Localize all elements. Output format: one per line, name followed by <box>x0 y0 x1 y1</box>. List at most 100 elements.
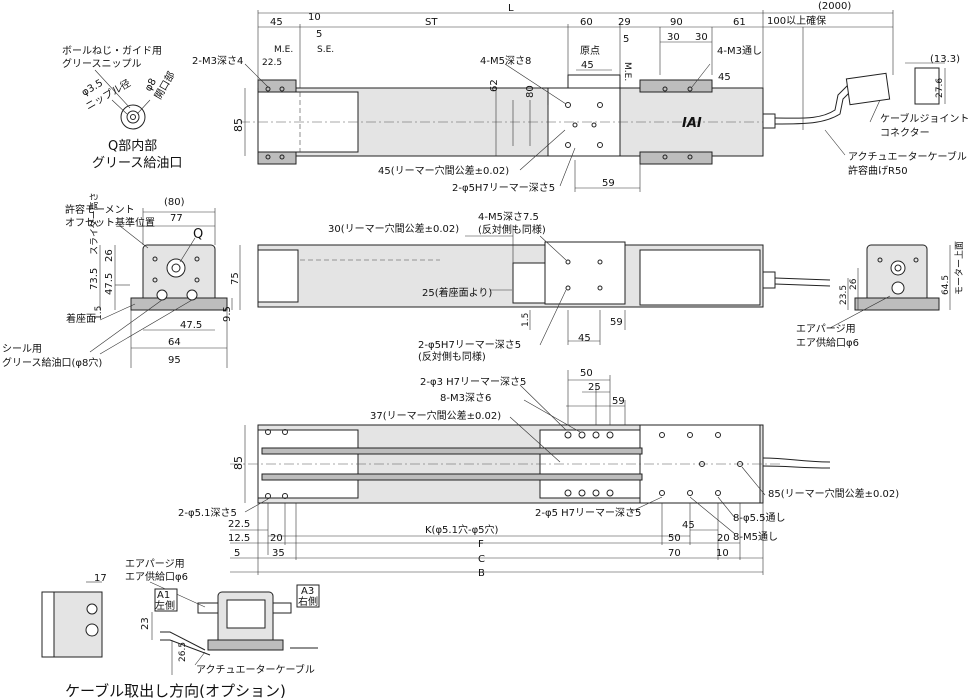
dim-45c: 45 <box>718 72 731 83</box>
dim-st: ST <box>425 17 438 28</box>
label-me2: M.E. <box>622 62 632 81</box>
dim-30a: 30 <box>667 32 680 43</box>
note-reamer45: 45(リーマー穴間公差±0.02) <box>378 164 509 177</box>
bv-d70: 70 <box>668 548 681 559</box>
iai-logo: IAI <box>682 116 702 131</box>
bv-m3-6: 8-M3深さ6 <box>440 392 491 404</box>
dim-80: 80 <box>525 85 536 98</box>
bv-d50b: 50 <box>668 533 681 544</box>
side-view: 30(リーマー穴間公差±0.02) 4-M5深さ7.5 (反対側も同様) 25(… <box>257 211 831 363</box>
label-origin: 原点 <box>580 45 600 57</box>
co-air1: エアパージ用 <box>125 558 185 570</box>
mid-phi5h7: 2-φ5H7リーマー深さ5 <box>418 339 521 351</box>
re-d64-5: 64.5 <box>941 275 951 295</box>
note-m3-depth: 2-M3深さ4 <box>192 55 243 67</box>
q-line1: ボールねじ・ガイド用 <box>62 45 162 57</box>
bv-d20b: 20 <box>717 533 730 544</box>
bv-d12-5: 12.5 <box>228 533 250 544</box>
dim-95: 95 <box>168 355 181 366</box>
slider-tab <box>567 74 621 89</box>
re-air2: エア供給口φ6 <box>796 336 859 349</box>
mid-opp2: (反対側も同様) <box>418 350 486 363</box>
dim-2000: (2000) <box>818 1 851 12</box>
moment-1: 許容モーメント <box>65 203 135 216</box>
co-d17: 17 <box>94 573 107 584</box>
dim-47-5: 47.5 <box>104 273 115 295</box>
co-a3: A3 <box>301 586 314 597</box>
bv-reamer37: 37(リーマー穴間公差±0.02) <box>370 409 501 422</box>
label-q: Q <box>193 227 203 242</box>
connector-end-view <box>914 67 940 105</box>
dim-27-6: 27.6 <box>935 78 945 98</box>
dim-75: 75 <box>230 272 241 285</box>
dim-13-3: (13.3) <box>930 54 960 65</box>
bv-B: B <box>478 568 485 579</box>
bv-K: K(φ5.1穴-φ5穴) <box>425 523 499 536</box>
mid-d25: 25(着座面より) <box>422 286 492 299</box>
mid-d1-5: 1.5 <box>521 313 531 327</box>
dim-10: 10 <box>308 12 321 23</box>
slider-side <box>544 241 626 305</box>
left-section-view: 許容モーメント オフセット基準位置 (80) 77 Q 73.5 スライダー高さ… <box>2 192 241 369</box>
co-a1: A1 <box>157 590 170 601</box>
mid-m5-75: 4-M5深さ7.5 <box>478 211 539 223</box>
co-title: ケーブル取出し方向(オプション) <box>65 682 286 699</box>
end-block-bottom <box>257 151 297 165</box>
dim-64: 64 <box>168 337 181 348</box>
dim-47-5b: 47.5 <box>180 320 202 331</box>
bv-d10: 10 <box>716 548 729 559</box>
dim-29: 29 <box>618 17 631 28</box>
label-slider-height: スライダー高さ <box>88 192 100 255</box>
dim-77: 77 <box>170 213 183 224</box>
bottom-view: 2-φ3 H7リーマー深さ5 8-M3深さ6 37(リーマー穴間公差±0.02)… <box>178 368 899 579</box>
co-d26-5: 26.5 <box>178 642 188 662</box>
re-motor-top: モーター上面 <box>954 241 965 295</box>
dim-9-5: 9.5 <box>222 306 233 322</box>
bv-F: F <box>478 539 484 550</box>
co-a1s: 左側 <box>155 599 175 612</box>
dim-60: 60 <box>580 17 593 28</box>
co-a3s: 右側 <box>298 595 318 608</box>
motor-block-bottom <box>639 151 713 165</box>
bv-phi5b: 2-φ5 H7リーマー深さ5 <box>535 507 641 519</box>
mid-d59: 59 <box>610 317 623 328</box>
q-line2: グリースニップル <box>62 57 142 70</box>
q-detail: ボールねじ・ガイド用 グリースニップル φ3.5 ニップル径 φ8 開口部 Q部… <box>62 45 182 171</box>
bv-C: C <box>478 554 485 565</box>
bv-reamer85: 85(リーマー穴間公差±0.02) <box>768 487 899 500</box>
note-cable-joint-2: コネクター <box>880 127 930 139</box>
top-holes <box>265 86 693 160</box>
dim-61: 61 <box>733 17 746 28</box>
note-cable-joint-1: ケーブルジョイント <box>880 112 969 125</box>
dim-80-paren: (80) <box>164 197 185 208</box>
motor-block-top <box>639 79 713 93</box>
note-act-cable: アクチュエーターケーブル <box>848 150 967 163</box>
dim-59: 59 <box>602 178 615 189</box>
mid-reamer30: 30(リーマー穴間公差±0.02) <box>328 222 459 235</box>
note-m3-thru: 4-M3通し <box>717 45 762 57</box>
note-phi5h7: 2-φ5H7リーマー深さ5 <box>452 182 555 194</box>
label-se: S.E. <box>317 45 334 55</box>
bv-d5: 5 <box>234 548 240 559</box>
dim-22-5: 22.5 <box>262 58 282 68</box>
bv-d59: 59 <box>612 396 625 407</box>
dim-26: 26 <box>104 249 115 262</box>
dim-L: L <box>508 3 514 14</box>
section-base <box>130 297 228 311</box>
top-view: IAI <box>192 1 969 194</box>
mid-d45: 45 <box>578 333 591 344</box>
note-bend-r: 許容曲げR50 <box>848 164 908 177</box>
dim-45b: 45 <box>581 60 594 71</box>
re-d23-5: 23.5 <box>839 285 849 305</box>
dim-85: 85 <box>232 118 245 132</box>
bv-phi51: 2-φ5.1深さ5 <box>178 507 237 519</box>
bv-d20: 20 <box>270 533 283 544</box>
dim-100: 100以上確保 <box>767 14 826 27</box>
moment-2: オフセット基準位置 <box>65 216 155 229</box>
dim-73-5: 73.5 <box>89 268 100 290</box>
bv-m5thru: 8-M5通し <box>733 531 778 543</box>
q-title2: グリース給油口 <box>92 156 182 171</box>
dim-90: 90 <box>670 17 683 28</box>
dim-5b: 5 <box>623 34 629 45</box>
